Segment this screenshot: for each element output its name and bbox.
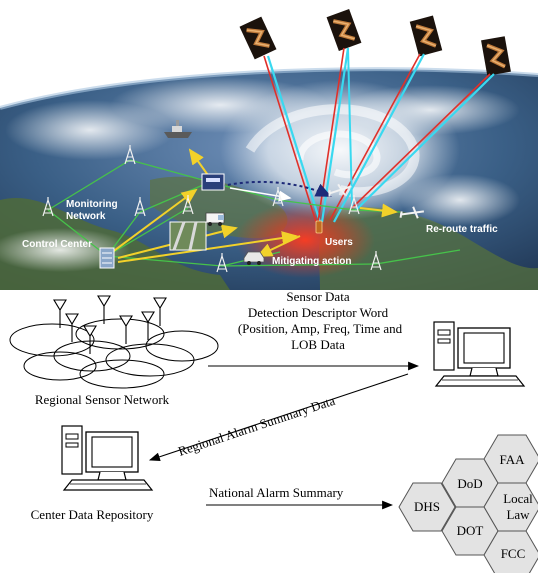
sensor-network-icon [9,318,219,389]
sensor-data-line-3: (Position, Amp, Freq, Time and [238,321,403,336]
sensor-data-line-2: Detection Descriptor Word [248,305,389,320]
label-monitoring-2: Network [66,211,106,222]
label-control-center: Control Center [22,239,92,250]
center-computer-icon [61,425,153,491]
agency-faa: FAA [499,452,525,467]
agency-law: Law [506,507,530,522]
sensor-data-line-1: Sensor Data [286,289,349,304]
agency-dot: DOT [457,523,484,538]
label-reroute-traffic: Re-route traffic [426,224,498,235]
center-repository-label: Center Data Repository [31,507,154,522]
agency-dhs: DHS [414,499,440,514]
label-users: Users [325,237,353,248]
photo-labels: Monitoring Network Control Center Users … [22,199,498,267]
sensor-data-text: Sensor Data Detection Descriptor Word (P… [238,289,403,352]
satellite-scene: Monitoring Network Control Center Users … [0,6,538,290]
agency-fcc: FCC [501,546,526,561]
user-device-icon [315,220,323,234]
national-alarm-label: National Alarm Summary [209,485,344,500]
agency-cluster [398,434,538,573]
data-flow-diagram: Regional Sensor Network Sensor Data Dete… [9,289,538,573]
ship-icon [164,120,192,138]
sensor-network-label: Regional Sensor Network [35,392,170,407]
landmass [319,206,538,290]
car-icon [243,251,265,265]
regional-computer-icon [433,321,525,387]
sensor-data-line-4: LOB Data [291,337,345,352]
label-mitigating-action: Mitigating action [272,256,351,267]
airplane-icon [328,183,352,197]
hex-fcc [483,530,538,573]
hex-dhs [398,482,456,532]
agency-local: Local [503,491,533,506]
agency-labels: DHS DoD FAA Local Law DOT FCC [414,452,533,561]
label-monitoring-1: Monitoring [66,199,118,210]
comm-link [221,180,332,197]
impact-zone [235,202,375,278]
agency-dod: DoD [457,476,482,491]
alarm-summary-arrow [148,373,409,462]
road-inset-icon [169,221,207,251]
alarm-summary-label: Regional Alarm Summary Data [176,393,337,459]
ambulance-icon [205,212,225,226]
airplane-icon [399,206,425,219]
server-icon [99,247,115,269]
command-post-icon [201,173,225,191]
